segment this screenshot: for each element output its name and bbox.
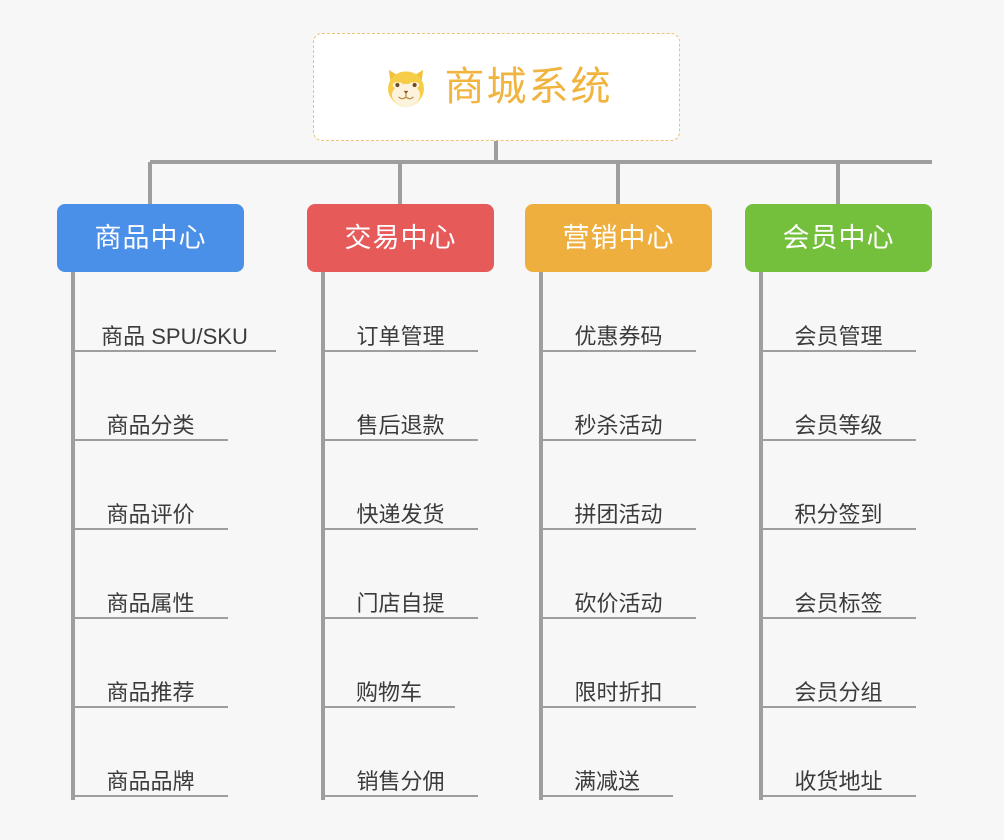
leaf-item[interactable]: 商品评价: [73, 490, 228, 530]
leaf-item[interactable]: 会员等级: [761, 401, 916, 441]
leaf-label: 会员管理: [794, 323, 883, 349]
category-label: 商品中心: [94, 222, 207, 253]
leaf-item[interactable]: 商品属性: [73, 579, 228, 619]
leaf-item[interactable]: 快递发货: [323, 490, 478, 530]
leaf-item[interactable]: 购物车: [323, 668, 455, 708]
leaf-label: 会员分组: [794, 679, 883, 705]
leaf-label: 商品推荐: [106, 679, 195, 705]
root-title: 商城系统: [444, 65, 613, 109]
leaf-label: 售后退款: [356, 412, 445, 438]
leaf-label: 秒杀活动: [574, 412, 663, 438]
leaf-label: 砍价活动: [574, 590, 663, 616]
leaf-item[interactable]: 积分签到: [761, 490, 916, 530]
leaf-item[interactable]: 会员分组: [761, 668, 916, 708]
leaf-label: 快递发货: [356, 501, 445, 527]
leaf-item[interactable]: 砍价活动: [541, 579, 696, 619]
leaf-label: 销售分佣: [356, 768, 445, 794]
root-node[interactable]: 商城系统: [313, 33, 680, 141]
category-label: 营销中心: [562, 222, 675, 253]
leaf-item[interactable]: 限时折扣: [541, 668, 696, 708]
leaf-label: 拼团活动: [574, 501, 663, 527]
leaf-label: 积分签到: [794, 501, 883, 527]
category-box-marketing[interactable]: 营销中心: [525, 204, 712, 272]
leaf-item[interactable]: 满减送: [541, 757, 673, 797]
leaf-label: 商品属性: [106, 590, 195, 616]
leaf-item[interactable]: 售后退款: [323, 401, 478, 441]
shiba-dog-face-icon: [387, 69, 424, 108]
leaf-label: 会员等级: [794, 412, 883, 438]
category-box-trade[interactable]: 交易中心: [307, 204, 494, 272]
category-box-member[interactable]: 会员中心: [745, 204, 932, 272]
category-label: 交易中心: [344, 222, 457, 253]
leaf-label: 购物车: [355, 679, 422, 705]
leaf-item[interactable]: 商品品牌: [73, 757, 228, 797]
category-label: 会员中心: [782, 222, 895, 253]
category-box-products[interactable]: 商品中心: [57, 204, 244, 272]
leaf-label: 商品 SPU/SKU: [101, 323, 248, 349]
leaf-label: 限时折扣: [574, 679, 663, 705]
leaf-label: 会员标签: [794, 590, 883, 616]
leaf-label: 商品评价: [106, 501, 195, 527]
leaf-item[interactable]: 商品推荐: [73, 668, 228, 708]
leaf-item[interactable]: 销售分佣: [323, 757, 478, 797]
leaf-item[interactable]: 收货地址: [761, 757, 916, 797]
leaf-label: 商品分类: [106, 412, 195, 438]
leaf-item[interactable]: 拼团活动: [541, 490, 696, 530]
leaf-item[interactable]: 门店自提: [323, 579, 478, 619]
leaf-item[interactable]: 订单管理: [323, 312, 478, 352]
leaf-item[interactable]: 秒杀活动: [541, 401, 696, 441]
leaf-label: 商品品牌: [106, 768, 195, 794]
leaf-label: 门店自提: [356, 590, 445, 616]
leaf-item[interactable]: 商品 SPU/SKU: [73, 312, 276, 352]
leaf-label: 满减送: [573, 768, 640, 794]
leaf-label: 订单管理: [356, 323, 445, 349]
leaf-label: 收货地址: [794, 768, 883, 794]
leaf-item[interactable]: 会员标签: [761, 579, 916, 619]
leaf-label: 优惠券码: [574, 323, 663, 349]
leaf-item[interactable]: 商品分类: [73, 401, 228, 441]
leaf-item[interactable]: 优惠券码: [541, 312, 696, 352]
leaf-item[interactable]: 会员管理: [761, 312, 916, 352]
